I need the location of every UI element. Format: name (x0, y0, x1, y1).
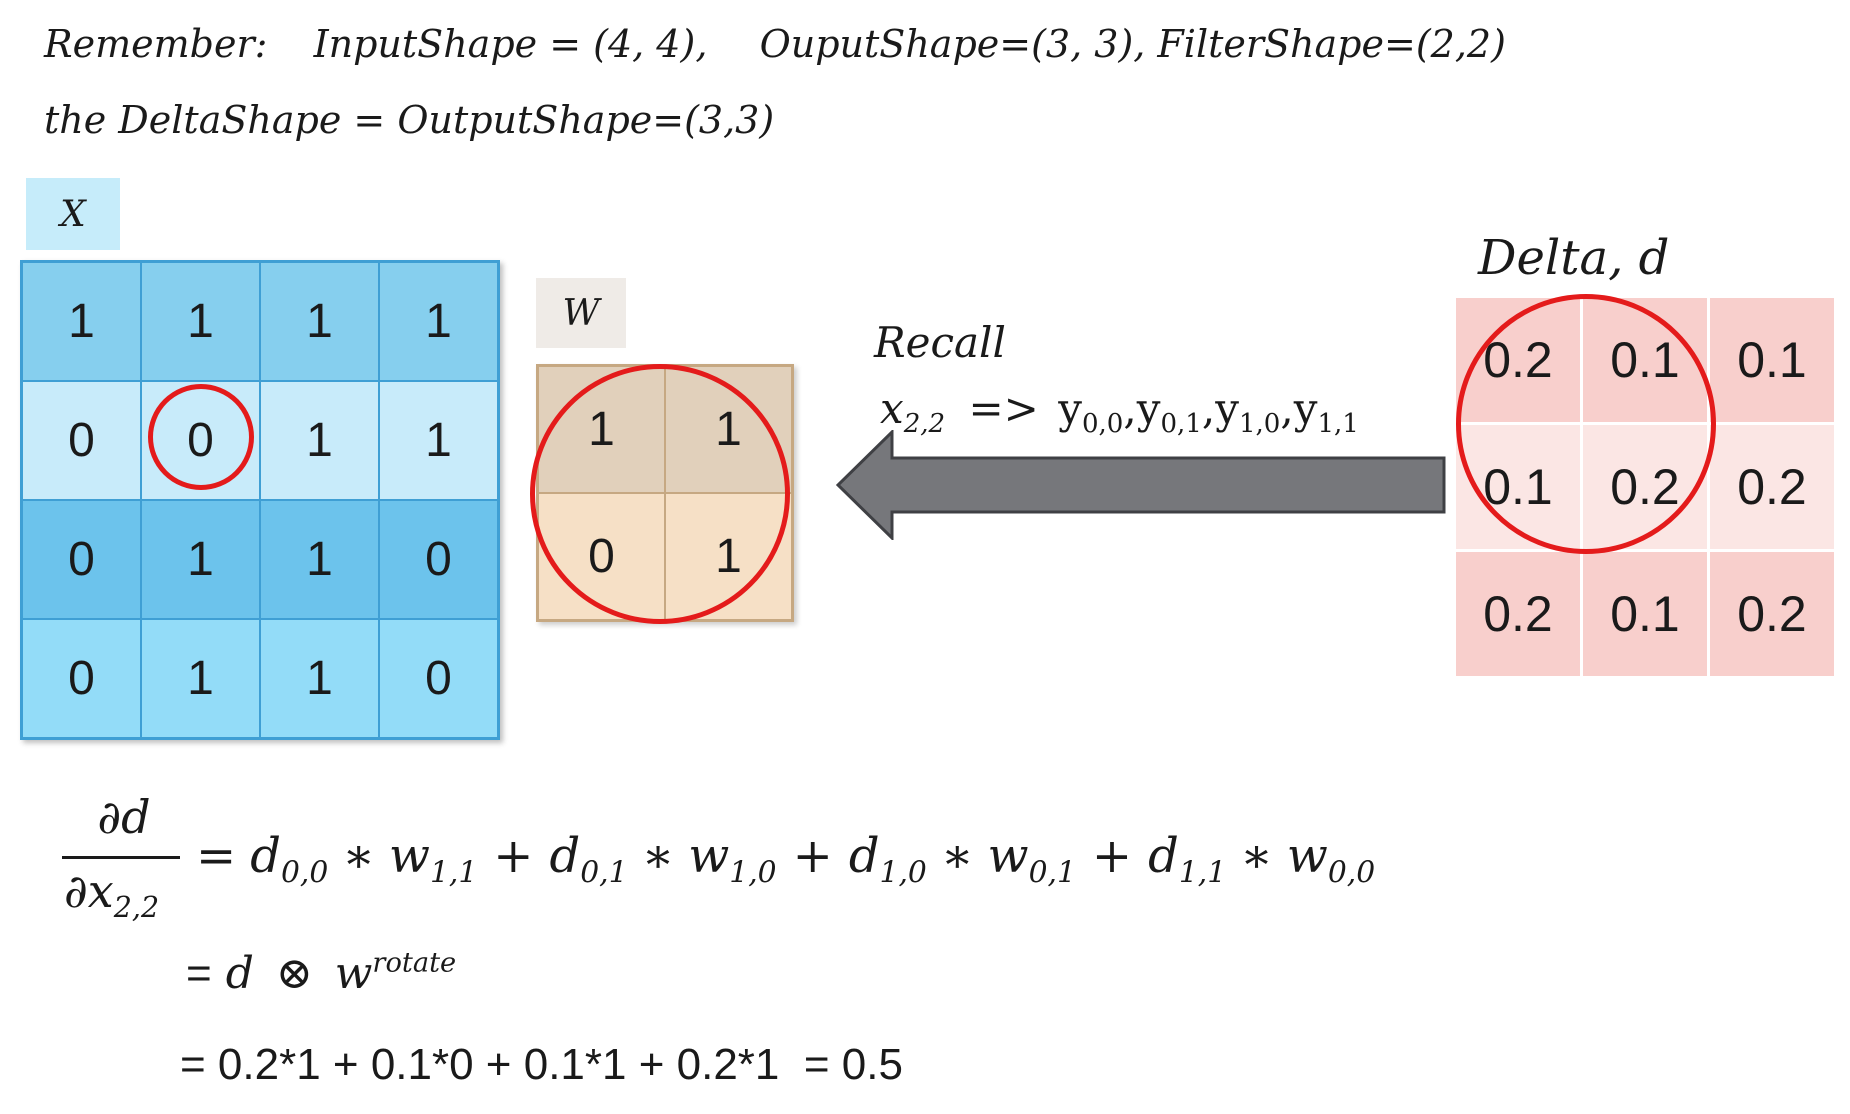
delta-cell-0-2: 0.1 (1710, 298, 1834, 422)
x-cell-2-0: 0 (22, 500, 141, 619)
x-cell-3-3: 0 (379, 619, 498, 738)
formula-term: d1,0∗w0,1 (848, 828, 1076, 891)
delta-matrix-label: Delta, d (1478, 230, 1670, 286)
recall-y-term: y0,0, (1058, 384, 1137, 440)
x-cell-1-0: 0 (22, 381, 141, 500)
x-cell-1-2: 1 (260, 381, 379, 500)
delta-cell-1-2: 0.2 (1710, 425, 1834, 549)
line2-w: w (334, 948, 373, 999)
recall-arrow: => (968, 384, 1039, 433)
recall-x-var: x (880, 384, 904, 433)
x-matrix-label: X (26, 178, 120, 250)
recall-y-terms: y0,0,y0,1,y1,0,y1,1 (1058, 384, 1359, 440)
delta-highlight-ring (1456, 294, 1716, 554)
recall-y-term: y0,1, (1136, 384, 1216, 440)
formula-convolution-line: = d ⊗ wrotate (186, 948, 456, 999)
formula-expansion: =d0,0∗w1,1+d0,1∗w1,0+d1,0∗w0,1+d1,1∗w0,0 (196, 828, 1376, 891)
remember-label: Remember: (44, 22, 268, 66)
formula-denominator: ∂x2,2 (64, 864, 159, 922)
output-filter-shape-note: OuputShape=(3, 3), FilterShape=(2,2) (759, 22, 1506, 66)
input-shape-note: InputShape = (4, 4), (313, 22, 708, 66)
x-highlight-ring (148, 384, 254, 490)
w-highlight-ring (530, 364, 790, 624)
delta-cell-2-1: 0.1 (1583, 552, 1707, 676)
recall-y-term: y1,0, (1215, 384, 1294, 440)
recall-y-term: y1,1 (1293, 384, 1359, 440)
x-cell-0-1: 1 (141, 262, 260, 381)
delta-cell-2-0: 0.2 (1456, 552, 1580, 676)
recall-x-sub: 2,2 (903, 409, 946, 440)
x-cell-2-2: 1 (260, 500, 379, 619)
denominator-var: ∂x (64, 864, 114, 918)
x-cell-3-2: 1 (260, 619, 379, 738)
left-arrow-icon (836, 430, 1446, 540)
line2-d: d (225, 948, 254, 999)
formula-term: d1,1∗w0,0 (1148, 828, 1376, 891)
formula-numerator: ∂d (97, 790, 151, 844)
recall-title: Recall (874, 318, 1006, 367)
line2-equals: = (186, 949, 212, 998)
x-cell-3-0: 0 (22, 619, 141, 738)
x-cell-0-3: 1 (379, 262, 498, 381)
x-cell-0-2: 1 (260, 262, 379, 381)
delta-shape-note: the DeltaShape = OutputShape=(3,3) (44, 98, 775, 142)
recall-mapping: x2,2 => y0,0,y0,1,y1,0,y1,1 (880, 384, 1359, 440)
formula-term: d0,0∗w1,1 (250, 828, 478, 891)
note-line-1: Remember: InputShape = (4, 4), OuputShap… (44, 22, 1506, 66)
formula-term: d0,1∗w1,0 (549, 828, 777, 891)
x-cell-3-1: 1 (141, 619, 260, 738)
delta-cell-2-2: 0.2 (1710, 552, 1834, 676)
line2-rotate-sup: rotate (372, 947, 457, 979)
convolution-operator-icon: ⊗ (275, 948, 313, 999)
fraction-bar (62, 856, 180, 859)
formula-equals: = (196, 828, 237, 884)
x-cell-2-1: 1 (141, 500, 260, 619)
x-cell-1-3: 1 (379, 381, 498, 500)
x-cell-2-3: 0 (379, 500, 498, 619)
denominator-sub: 2,2 (113, 890, 160, 924)
x-cell-0-0: 1 (22, 262, 141, 381)
w-matrix-label: W (536, 278, 626, 348)
formula-numeric-result: = 0.2*1 + 0.1*0 + 0.1*1 + 0.2*1 = 0.5 (180, 1040, 903, 1089)
